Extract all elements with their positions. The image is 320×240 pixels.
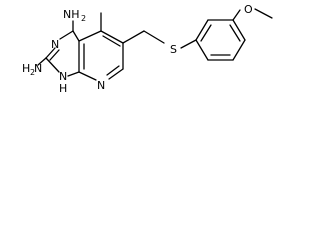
ring-nh-h: H (59, 82, 67, 95)
bond-c5-c6-double (102, 35, 121, 47)
atom-labels: NH 2 N H 2 N N H N S O (22, 3, 253, 95)
bond-o-methyl (254, 8, 273, 19)
ring-n-bottom-label: N (97, 79, 105, 92)
bond-aryl-o (232, 9, 241, 21)
bond-n1-c8a (67, 71, 80, 77)
bond-n3-c2 (45, 47, 56, 59)
bond-n3-c2-double (49, 49, 60, 61)
amine-left-h: H (22, 62, 30, 75)
bond-c7-n8 (108, 68, 124, 80)
bond-c4-n3 (59, 30, 74, 40)
amine-left-n: N (34, 62, 42, 75)
amine-top-label: NH (63, 8, 80, 21)
oxygen-label: O (244, 3, 253, 16)
bond-c5-c6 (100, 30, 124, 44)
sulfur-label: S (170, 43, 177, 56)
amine-left-subscript: 2 (30, 68, 35, 77)
bond-c4a-c5 (78, 30, 102, 42)
bond-c2-nh2 (37, 57, 47, 66)
bonds (37, 8, 273, 81)
bond-ar3-double (229, 24, 241, 42)
bond-ar3 (232, 19, 246, 41)
chemical-structure-diagram: NH 2 N H 2 N N H N S O (22, 3, 273, 95)
bond-ar4 (232, 39, 246, 61)
bond-c4a-c4 (72, 30, 80, 42)
bond-c7-n8-double (106, 65, 120, 76)
amine-top-subscript: 2 (81, 14, 86, 23)
bond-ar1-double (200, 24, 212, 42)
bond-ch2-s (143, 30, 165, 44)
ring-n-top-label: N (51, 38, 59, 51)
bond-n8-c8a (78, 71, 97, 81)
bond-c6-ch2 (122, 30, 145, 44)
bond-ar1 (195, 19, 209, 41)
bond-s-aryl (180, 39, 197, 49)
bond-ar6 (195, 39, 209, 61)
bond-c2-n1 (45, 57, 60, 73)
ring-nh-n: N (59, 70, 67, 83)
